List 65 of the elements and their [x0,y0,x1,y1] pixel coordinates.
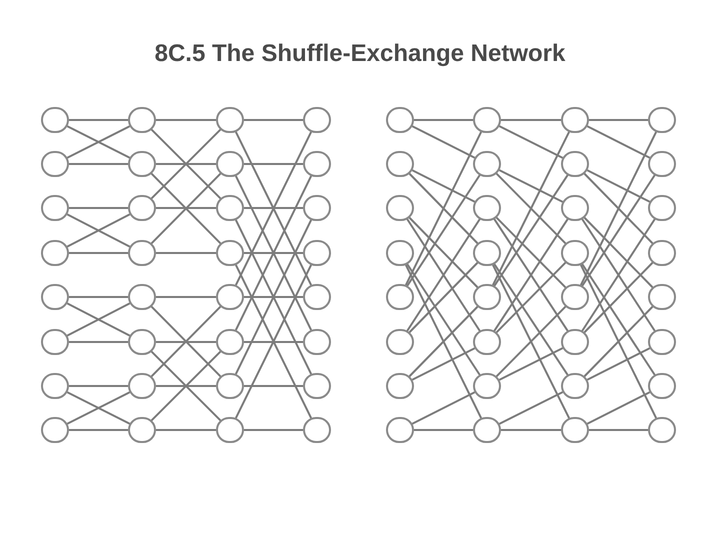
connector-line [408,172,478,244]
connector-line [69,341,128,343]
title: 8C.5 The Shuffle-Exchange Network [154,39,566,69]
connector-line [69,119,128,121]
connector-line [584,172,654,244]
crossed-connector-lines [234,218,312,376]
connector-line [156,385,216,387]
connector-line [494,264,568,376]
connector-line [156,341,216,343]
connector-line [584,262,654,334]
connector-line [496,216,566,288]
connector-line [69,252,128,254]
connector-line [408,262,478,334]
connector-line [406,264,481,376]
connector-line [589,429,648,431]
connector-line [589,119,648,121]
crossed-connector-lines [234,174,312,332]
connector-line [408,306,478,378]
connector-line [580,131,658,286]
connector-line [404,264,482,419]
connector-line [496,262,566,334]
connector-line [156,252,216,254]
connector-line [244,163,303,165]
crossed-connector-lines [234,130,312,286]
connector-line [412,125,476,159]
connector-line [156,163,216,165]
connector-line [156,207,216,209]
connector-line [408,216,478,288]
connector-line [69,163,128,165]
connector-line [156,296,216,298]
connector-line [156,429,216,431]
connector-line [244,207,303,209]
connector-line [584,306,654,378]
connector-line [492,264,570,419]
connector-line [584,216,654,288]
crossed-connector-lines [234,264,312,420]
connector-line [496,306,566,378]
connector-line [244,119,303,121]
connector-line [244,385,303,387]
connector-line [581,174,656,286]
connector-line [406,174,481,286]
crossed-connector-lines [150,350,222,422]
connector-line [492,131,570,286]
connector-line [244,429,303,431]
crossed-connector-lines [150,172,222,244]
connector-line [586,125,650,159]
connector-line [69,207,128,209]
connector-line [244,252,303,254]
connector-line [156,119,216,121]
connector-line [581,264,656,376]
connector-line [244,341,303,343]
connector-line [496,172,566,244]
connector-line [69,296,128,298]
connector-line [494,174,568,286]
connector-line [580,264,658,419]
connector-line [501,429,561,431]
connector-line [69,385,128,387]
connector-line [414,119,473,121]
crossed-connector-lines [150,128,222,200]
connector-line [404,131,482,286]
connector-line [69,429,128,431]
connector-line [244,296,303,298]
crossed-connector-lines [150,306,222,378]
connector-line [501,119,561,121]
connector-line [414,429,473,431]
